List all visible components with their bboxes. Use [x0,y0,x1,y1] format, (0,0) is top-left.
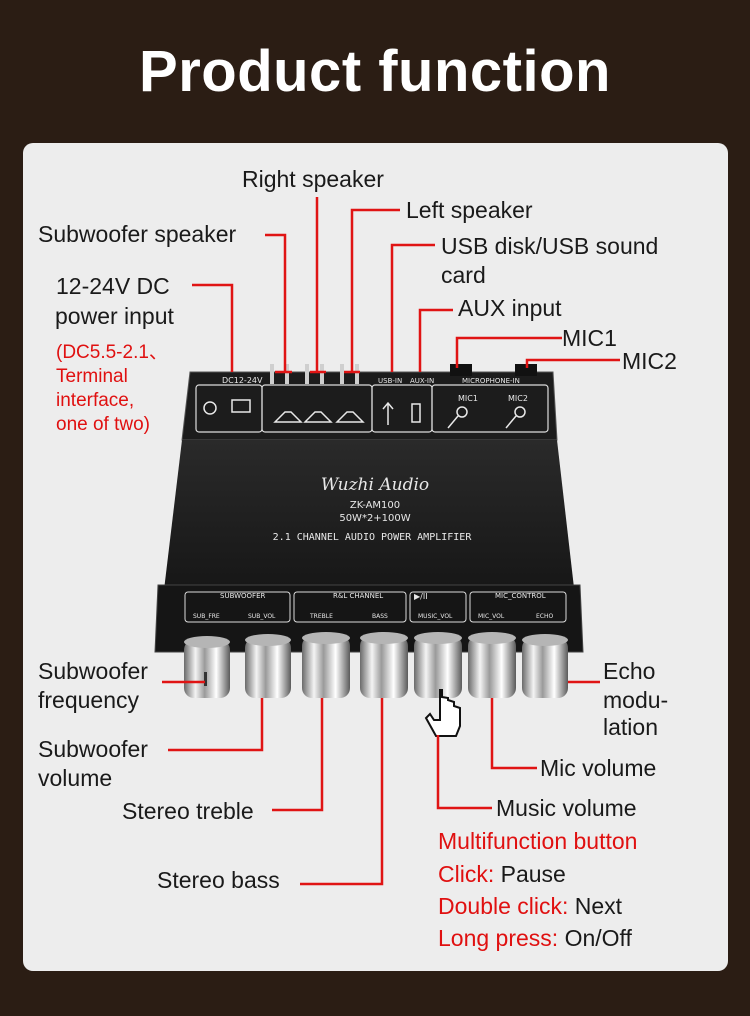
knob-music-volume[interactable] [414,632,462,698]
speaker-right-icon [303,411,333,423]
label-click-value: Pause [500,861,566,887]
top-dc-text: DC12-24V [222,376,263,385]
label-double-value: Next [574,893,623,919]
label-echo-line1: Echo [603,658,656,684]
knob-sub-volume[interactable] [245,634,291,698]
knob-label-echo: ECHO [536,613,553,620]
label-usb-line2: card [441,262,486,288]
mic2-icon [514,406,526,418]
label-click-row: Click: Pause [438,860,566,889]
label-stereo-bass: Stereo bass [157,867,280,893]
label-dc-note2: Terminal [56,366,128,387]
knob-label-sub-vol: SUB_VOL [248,613,276,620]
play-pause-glyph: ▶/II [414,592,428,601]
label-dc-line2: power input [55,303,174,329]
label-left-speaker: Left speaker [406,197,533,223]
device-subtitle-text: 2.1 CHANNEL AUDIO POWER AMPLIFIER [273,532,473,543]
label-sub-freq-line1: Subwoofer [38,658,148,684]
knob-treble[interactable] [302,632,350,698]
label-subwoofer-speaker: Subwoofer speaker [38,221,237,247]
aux-jack-icon [411,403,421,423]
knob-mic-volume[interactable] [468,632,516,698]
top-aux-text: AUX-IN [410,377,434,385]
label-mic1: MIC1 [562,325,617,351]
label-echo-line3: lation [603,714,658,740]
group-sub-text: SUBWOOFER [220,592,266,600]
mic1-icon [456,406,468,418]
label-aux-input: AUX input [458,295,562,321]
knob-label-bass: BASS [372,613,388,620]
label-sub-vol-line1: Subwoofer [38,736,148,762]
label-long-value: On/Off [564,925,632,951]
knob-bass[interactable] [360,632,408,698]
power-jack-icon [203,401,217,415]
power-text: 50W*2+100W [339,513,410,524]
knob-sub-frequency[interactable] [184,636,230,698]
model-text: ZK-AM100 [350,500,400,511]
label-usb-line1: USB disk/USB sound [441,233,659,259]
top-mic-text: MICROPHONE-IN [462,377,520,385]
label-mic-volume: Mic volume [540,755,657,781]
label-click: Click: [438,861,495,887]
group-rl-text: R&L CHANNEL [333,592,383,600]
label-dc-note3: interface, [56,390,135,411]
label-double-row: Double click: Next [438,892,622,921]
usb-icon [382,401,394,425]
speaker-sub-icon [273,411,303,423]
hand-pointer-icon [424,689,461,737]
label-music-volume: Music volume [496,795,637,821]
label-dc-line1: 12-24V DC [56,273,170,299]
group-mic-text: MIC_CONTROL [495,592,546,600]
label-long-press: Long press: [438,925,559,951]
top-mic2-text: MIC2 [508,394,528,403]
speaker-left-icon [335,411,365,423]
knob-label-music-vol: MUSIC_VOL [418,613,453,620]
label-mic2: MIC2 [622,348,677,374]
brand-text: Wuzhi Audio [321,475,429,495]
knob-label-mic-vol: MIC_VOL [478,613,505,620]
label-dc-note4: one of two) [56,414,150,435]
top-usb-text: USB-IN [378,377,402,385]
label-double-click: Double click: [438,893,569,919]
label-sub-freq-line2: frequency [38,687,140,713]
label-stereo-treble: Stereo treble [122,798,254,824]
knob-label-sub-fre: SUB_FRE [193,613,220,620]
label-long-row: Long press: On/Off [438,924,632,953]
knob-echo[interactable] [522,634,568,698]
label-dc-note1: (DC5.5-2.1、 [56,342,168,363]
knob-label-treble: TREBLE [309,613,333,620]
label-right-speaker: Right speaker [242,166,384,192]
top-mic1-text: MIC1 [458,394,478,403]
label-multifunction-button: Multifunction button [438,828,638,854]
label-echo-line2: modu- [603,687,669,713]
page-title: Product function [139,39,611,104]
label-sub-vol-line2: volume [38,765,113,791]
terminal-icon [231,399,251,413]
